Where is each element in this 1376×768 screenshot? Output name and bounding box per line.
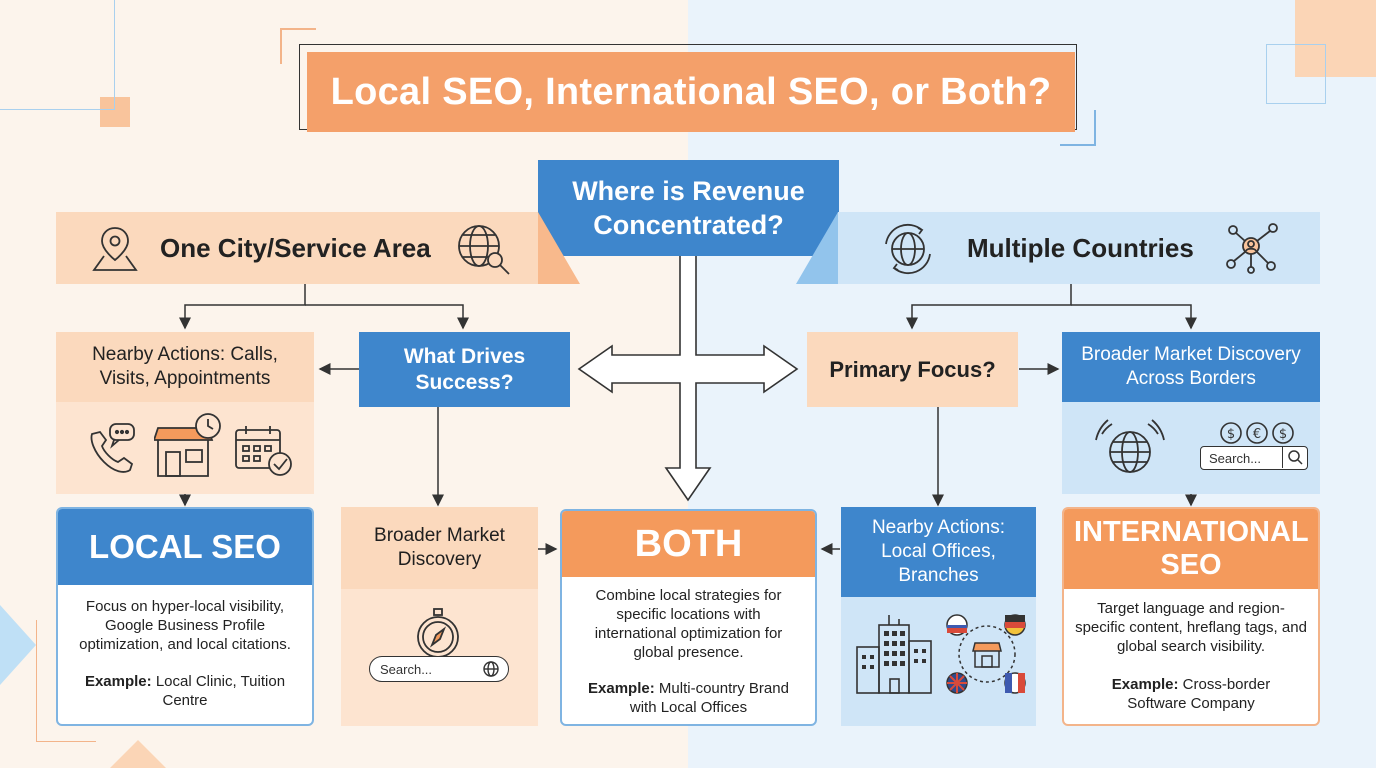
left-search-bar[interactable]: Search... [369,656,509,682]
broader-discovery-box: Broader Market Discovery Search... [341,507,538,726]
broader-borders-box: Broader Market Discovery Across Borders … [1062,332,1320,494]
map-pin-icon [90,222,140,274]
right-search-placeholder: Search... [1209,450,1262,466]
local-seo-example-text: Local Clinic, Tuition Centre [155,673,286,709]
right-band-title: Multiple Countries [967,233,1194,263]
international-seo-example-text: Cross-border Software Company [1127,676,1271,712]
international-seo-description: Target language and region-specific cont… [1075,600,1307,655]
left-band [56,212,538,284]
left-band-fold [538,212,580,284]
primary-focus-box: Primary Focus? [807,332,1018,407]
compass-icon [413,607,463,663]
broader-discovery-label: Broader Market Discovery [374,525,505,570]
local-seo-card: LOCAL SEO Focus on hyper-local visibilit… [56,507,314,726]
broader-discovery-header: Broader Market Discovery [341,507,538,589]
decor-title-corner-tl [280,28,316,64]
nearby-offices-header: Nearby Actions: Local Offices, Branches [841,507,1036,597]
phone-chat-icon [84,420,140,476]
international-seo-card: INTERNATIONAL SEO Target language and re… [1062,507,1320,726]
calendar-check-icon [234,424,296,480]
left-band-title: One City/Service Area [160,233,431,263]
decor-triangle-left [0,605,36,685]
left-search-placeholder: Search... [380,661,433,677]
decor-square-topright [1295,0,1376,77]
right-band-fold [796,212,838,284]
flags-store-icon [945,611,1029,697]
broader-borders-header: Broader Market Discovery Across Borders [1062,332,1320,402]
network-user-icon [1225,222,1281,276]
local-seo-example-label: Example: [84,673,152,690]
both-example-text: Multi-country Brand with Local Offices [629,680,789,716]
international-seo-example-label: Example: [1111,676,1179,693]
decor-triangle-bottom [110,740,166,768]
nearby-actions-label: Nearby Actions: Calls, Visits, Appointme… [92,344,278,389]
root-question: Where is Revenue Concentrated? [538,160,839,256]
right-band [838,212,1320,284]
globe-icon [482,660,500,678]
decor-line-bottomleft [36,620,96,742]
local-seo-description: Focus on hyper-local visibility, Google … [79,598,291,653]
page-title: Local SEO, International SEO, or Both? [307,52,1075,132]
nearby-offices-box: Nearby Actions: Local Offices, Branches [841,507,1036,726]
local-seo-title: LOCAL SEO [58,509,312,585]
svg-text:$: $ [1279,427,1287,442]
currency-icon: $ € $ [1219,420,1295,446]
svg-text:$: $ [1227,427,1235,442]
nearby-actions-box: Nearby Actions: Calls, Visits, Appointme… [56,332,314,402]
storefront-clock-icon [152,410,224,480]
decor-outline-topright [1266,44,1326,104]
wifi-globe-icon [1092,416,1168,476]
international-seo-example: Example: Cross-border Software Company [1084,675,1298,713]
right-search-bar[interactable]: Search... [1200,446,1308,470]
both-description: Combine local strategies for specific lo… [594,587,783,661]
search-icon [1282,447,1307,468]
international-seo-title: INTERNATIONAL SEO [1064,509,1318,589]
decor-square-orange [100,97,130,127]
both-title: BOTH [562,511,815,577]
both-example-label: Example: [588,680,655,697]
both-card: BOTH Combine local strategies for specif… [560,509,817,726]
decor-title-corner-br [1060,110,1096,146]
globe-rotate-icon [880,222,936,276]
svg-text:€: € [1253,427,1261,442]
globe-search-icon [455,222,513,276]
both-example: Example: Multi-country Brand with Local … [576,679,801,717]
local-seo-example: Example: Local Clinic, Tuition Centre [70,672,300,710]
what-drives-box: What Drives Success? [359,332,570,407]
decor-line-topleft [0,0,115,110]
office-building-icon [853,611,933,695]
split-arrows [577,256,799,502]
